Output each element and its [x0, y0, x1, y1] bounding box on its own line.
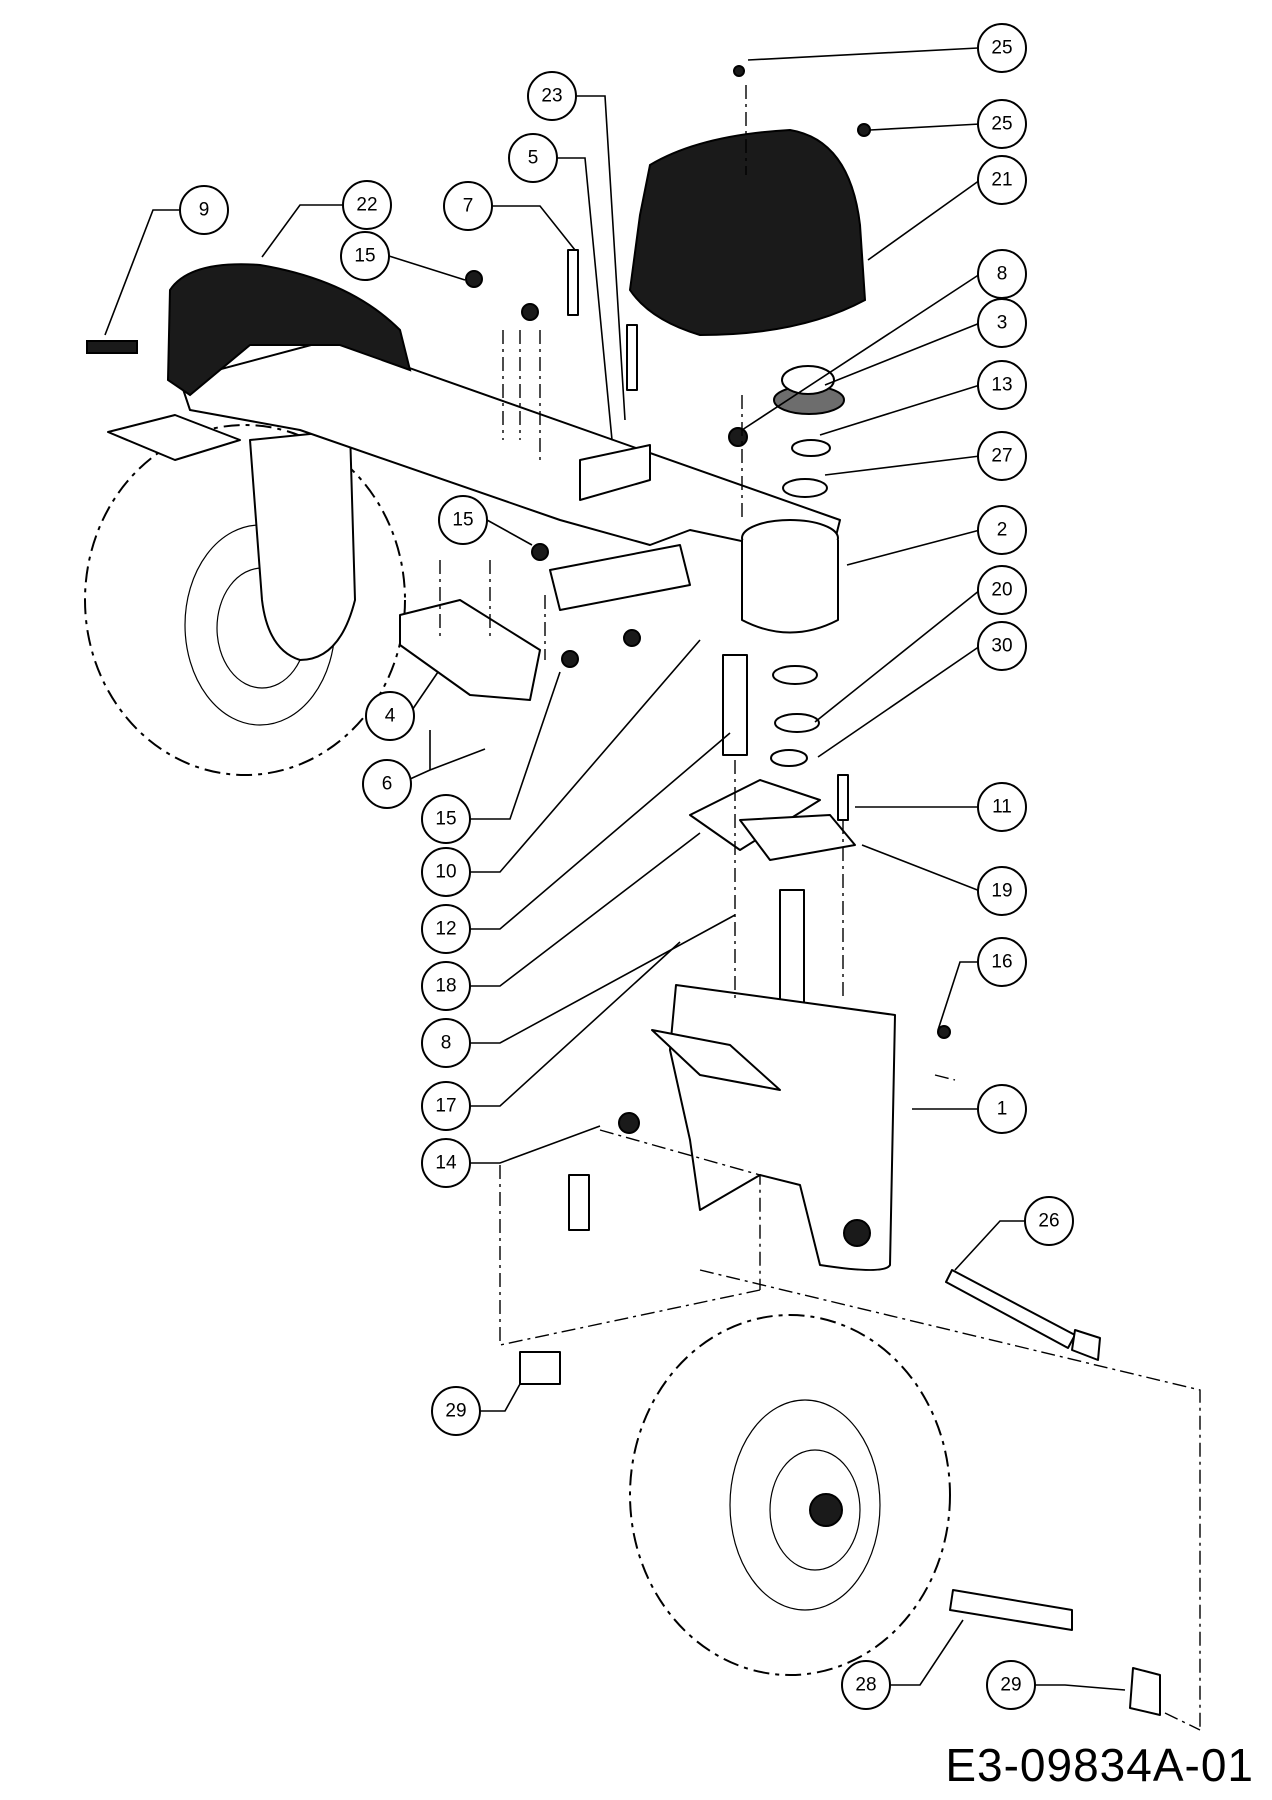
callout-2: 2	[977, 505, 1027, 555]
svg-text:16: 16	[991, 952, 1012, 973]
svg-text:7: 7	[463, 196, 474, 217]
caster-fork	[651, 984, 896, 1271]
pivot-housing	[741, 365, 845, 767]
callout-10: 10	[421, 847, 471, 897]
callout-1: 1	[977, 1084, 1027, 1134]
svg-text:12: 12	[435, 919, 456, 940]
callout-27: 27	[977, 431, 1027, 481]
callout-21: 21	[977, 155, 1027, 205]
svg-text:8: 8	[997, 264, 1008, 285]
svg-text:5: 5	[528, 148, 539, 169]
svg-text:6: 6	[382, 774, 393, 795]
svg-text:27: 27	[991, 446, 1012, 467]
svg-text:11: 11	[992, 797, 1012, 818]
shaft-and-pins	[568, 654, 849, 1231]
callout-4: 4	[365, 691, 415, 741]
callout-25-top: 25	[977, 23, 1027, 73]
svg-text:22: 22	[356, 195, 377, 216]
bracket	[399, 599, 541, 701]
callout-14: 14	[421, 1138, 471, 1188]
svg-text:3: 3	[997, 313, 1008, 334]
svg-text:2: 2	[997, 520, 1008, 541]
callout-8-top: 8	[977, 249, 1027, 299]
callout-22: 22	[342, 180, 392, 230]
callout-26: 26	[1024, 1196, 1074, 1246]
callout-7: 7	[443, 181, 493, 231]
svg-text:20: 20	[991, 580, 1012, 601]
callout-12: 12	[421, 904, 471, 954]
assembly-lines	[439, 85, 1201, 1731]
callout-3: 3	[977, 298, 1027, 348]
callouts: 25 25 23 5 21 9 22 7 15 8 3 13 27 15 2 2…	[179, 23, 1074, 1710]
svg-text:19: 19	[991, 881, 1012, 902]
callout-28: 28	[841, 1660, 891, 1710]
callout-17: 17	[421, 1081, 471, 1131]
svg-text:15: 15	[452, 510, 473, 531]
left-wheel	[84, 424, 406, 776]
svg-text:21: 21	[991, 170, 1012, 191]
svg-text:26: 26	[1038, 1211, 1059, 1232]
callout-25-mid: 25	[977, 99, 1027, 149]
callout-15-low: 15	[421, 794, 471, 844]
svg-text:8: 8	[441, 1033, 452, 1054]
svg-text:15: 15	[435, 809, 456, 830]
svg-text:9: 9	[199, 200, 210, 221]
drawing-code: E3-09834A-01	[945, 1739, 1254, 1791]
svg-text:18: 18	[435, 976, 456, 997]
callout-8-low: 8	[421, 1018, 471, 1068]
callout-20: 20	[977, 565, 1027, 615]
callout-23: 23	[527, 71, 577, 121]
svg-text:30: 30	[991, 636, 1012, 657]
callout-9: 9	[179, 185, 229, 235]
svg-text:14: 14	[435, 1153, 457, 1174]
svg-text:25: 25	[991, 114, 1012, 135]
axle-bolt	[945, 1269, 1161, 1716]
svg-text:4: 4	[385, 706, 396, 727]
leader-lines	[104, 47, 1126, 1691]
caster-cover	[628, 128, 867, 337]
left-caster-fork	[249, 429, 356, 661]
callout-18: 18	[421, 961, 471, 1011]
callout-11: 11	[977, 782, 1027, 832]
callout-5: 5	[508, 133, 558, 183]
callout-30: 30	[977, 621, 1027, 671]
svg-text:28: 28	[855, 1675, 876, 1696]
lower-wheel	[629, 1314, 951, 1676]
svg-text:29: 29	[1000, 1675, 1021, 1696]
svg-text:15: 15	[354, 246, 375, 267]
callout-15-top: 15	[340, 231, 390, 281]
callout-29-upper: 29	[431, 1386, 481, 1436]
svg-text:23: 23	[541, 86, 562, 107]
callout-19: 19	[977, 866, 1027, 916]
spacer-upper	[519, 1351, 561, 1385]
svg-text:10: 10	[435, 862, 456, 883]
svg-text:1: 1	[997, 1099, 1008, 1120]
callout-6: 6	[362, 759, 412, 809]
callout-15-mid: 15	[438, 495, 488, 545]
svg-text:17: 17	[435, 1096, 456, 1117]
callout-29-lower: 29	[986, 1660, 1036, 1710]
svg-text:29: 29	[445, 1401, 466, 1422]
callout-16: 16	[977, 937, 1027, 987]
svg-text:25: 25	[991, 38, 1012, 59]
frame-beam	[107, 263, 841, 611]
svg-text:13: 13	[991, 375, 1012, 396]
callout-13: 13	[977, 360, 1027, 410]
gear-plates	[689, 779, 856, 861]
